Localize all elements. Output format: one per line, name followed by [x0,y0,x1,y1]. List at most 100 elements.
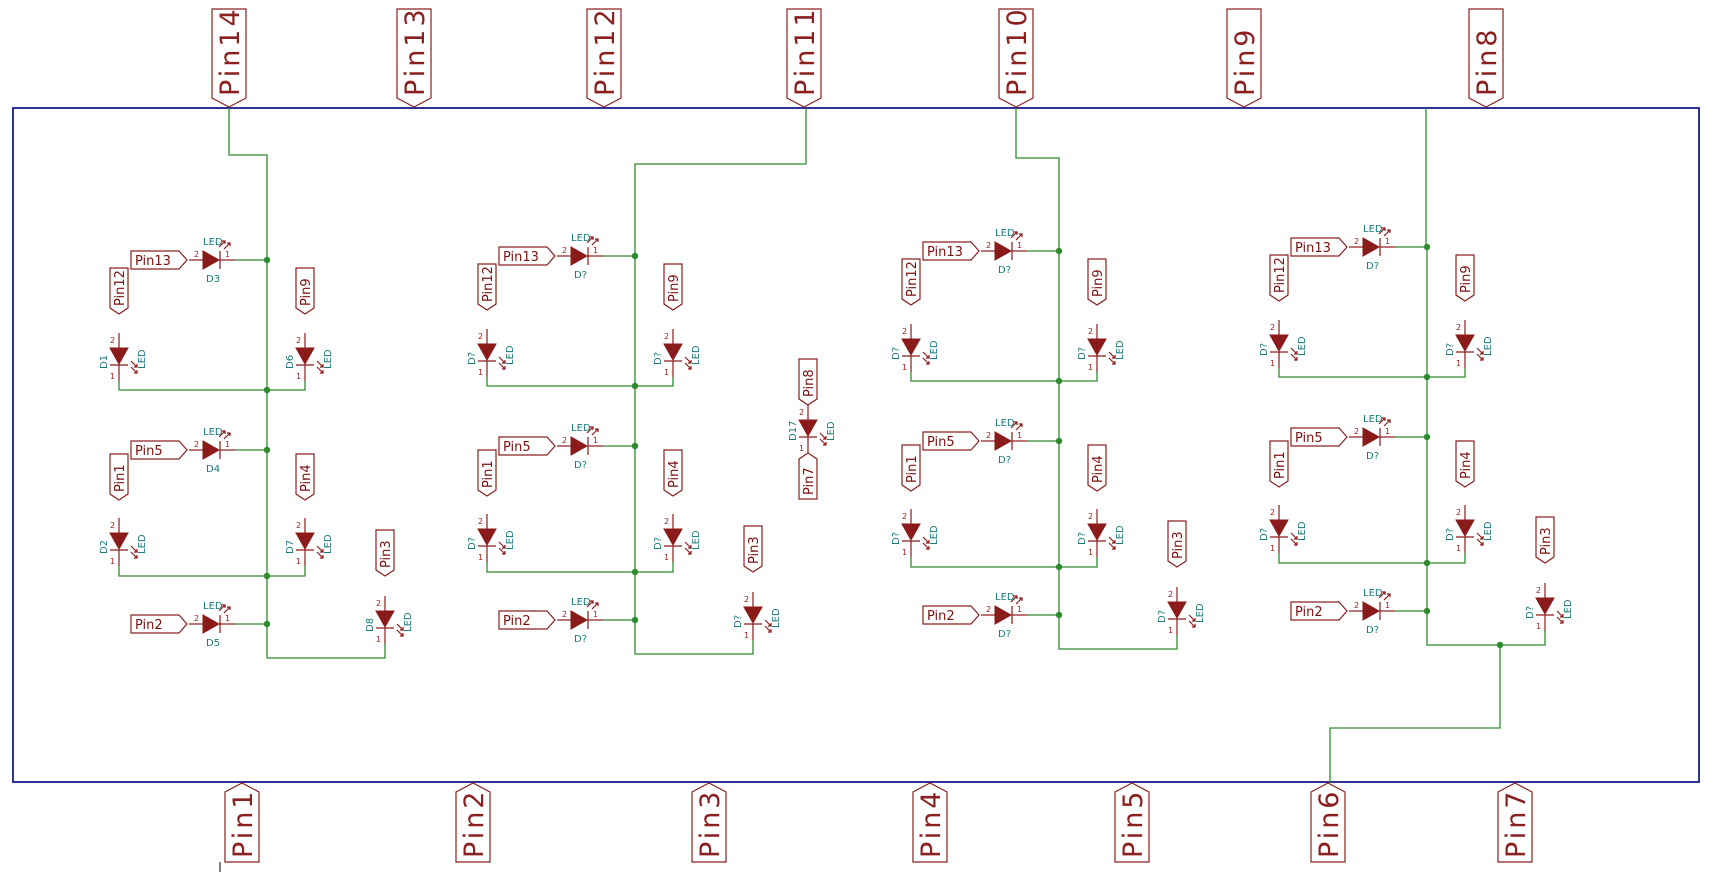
net-label-text: Pin13 [135,254,171,269]
led-value: LED [1195,603,1206,623]
connector-tag [912,782,948,863]
net-label: Pin2 [922,605,980,625]
net-label: Pin9 [295,267,315,315]
diode-triangle [202,440,221,460]
pin-number: 1 [1536,622,1541,631]
led-value: LED [571,597,591,608]
connector-tag [224,782,260,863]
net-label-text: Pin1 [113,464,128,492]
net-label: Pin4 [1087,444,1107,492]
net-label: Pin4 [295,453,315,501]
led-value: LED [929,525,940,545]
diode-triangle [1535,597,1555,616]
pin-number: 2 [296,521,301,530]
diode-triangle [1455,519,1475,538]
led-value: LED [1363,224,1383,235]
led-value: LED [323,349,334,369]
wire [118,381,306,391]
connector-text: Pin3 [695,789,726,858]
pin-number: 1 [1456,359,1461,368]
bottom-connector: Pin6 [1310,782,1346,863]
connector-text: Pin14 [215,6,246,96]
connector-text: Pin4 [916,789,947,858]
junction-dot [631,616,639,624]
pin-number: 1 [225,440,230,449]
net-label-tag [798,358,818,406]
wire [1015,108,1060,615]
net-label-text: Pin4 [299,464,314,492]
top-connector: Pin12 [586,6,622,108]
net-label-text: Pin2 [1295,605,1323,620]
net-label: Pin3 [1535,516,1555,564]
led-reference: D17 [788,421,799,441]
pin-number: 1 [1385,427,1390,436]
net-label-tag [477,449,497,497]
net-label: Pin5 [1290,427,1348,447]
pin-number: 2 [664,517,669,526]
diode-triangle [901,523,921,542]
led-value: LED [571,233,591,244]
pin-number: 2 [986,605,991,614]
diode-triangle [1362,427,1381,447]
pin-number: 1 [225,250,230,259]
led-reference: D? [1157,610,1168,623]
light-arrows [218,430,231,440]
net-label-tag [498,246,556,266]
net-label-tag [922,431,980,451]
light-arrows [130,545,138,559]
pin-number: 1 [376,635,381,644]
net-label-text: Pin9 [1459,265,1474,293]
pin-number: 1 [593,246,598,255]
led-value: LED [1115,525,1126,545]
light-arrows [1108,351,1116,365]
pin-number: 1 [110,557,115,566]
diode-triangle [1167,601,1187,620]
led-value: LED [929,340,940,360]
net-label-tag [1535,516,1555,564]
net-label-tag [922,241,980,261]
diode-triangle [798,419,818,438]
led-reference: D5 [206,638,220,649]
light-arrows [130,360,138,374]
top-connector: Pin14 [211,6,247,108]
top-connector: Pin13 [396,6,432,108]
wire [634,108,807,620]
pin-number: 1 [1017,241,1022,250]
junction-dot [631,252,639,260]
net-label-tag [663,449,683,497]
diode-triangle [109,532,129,551]
junction-dot [631,442,639,450]
connector-text: Pin7 [1501,789,1532,858]
diode-triangle [1362,237,1381,257]
light-arrows [684,356,692,370]
led-value: LED [691,530,702,550]
connector-tag [455,782,491,863]
pin-number: 2 [296,336,301,345]
net-label: Pin2 [498,610,556,630]
junction-dot [263,256,271,264]
net-label-text: Pin9 [1091,269,1106,297]
led-value: LED [203,601,223,612]
pin-number: 1 [1270,359,1275,368]
led-reference: D? [467,537,478,550]
net-label-text: Pin7 [802,467,817,495]
pin-number: 2 [110,521,115,530]
light-arrows [819,432,827,446]
net-label-tag [743,525,763,573]
bottom-connector: Pin4 [912,782,948,863]
led-reference: D? [574,460,587,471]
pin-number: 2 [986,431,991,440]
light-arrows [1378,417,1391,427]
diode-triangle [570,246,589,266]
led-reference: D? [1525,606,1536,619]
connector-tag [1114,782,1150,863]
